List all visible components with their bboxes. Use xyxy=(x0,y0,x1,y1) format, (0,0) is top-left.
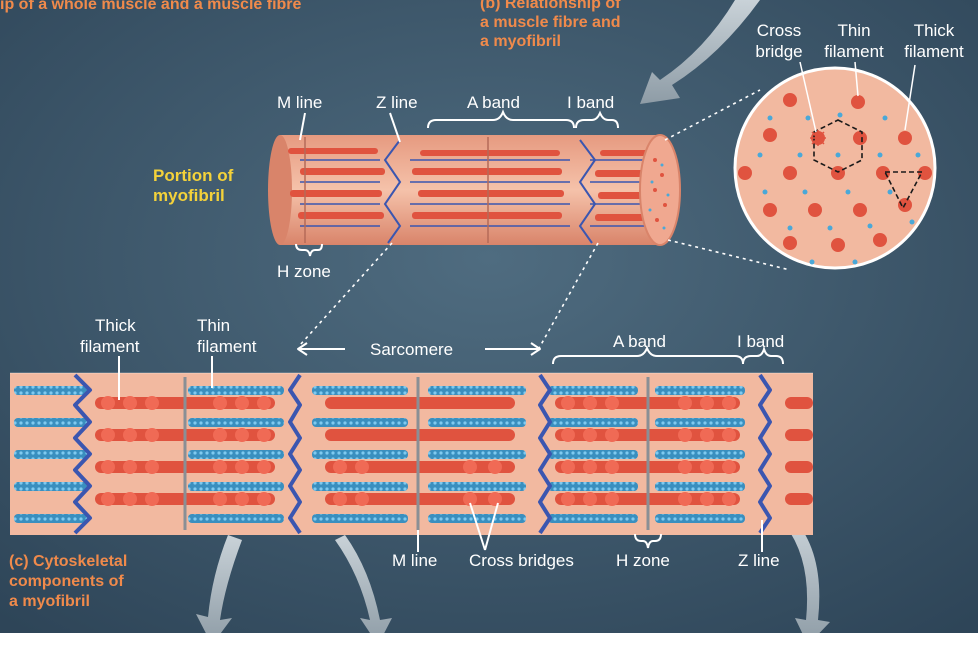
z-line-mid xyxy=(288,373,302,535)
page-bottom-strip xyxy=(0,633,978,645)
middle-down-arrow xyxy=(335,535,392,645)
cross-section-circle xyxy=(733,61,937,270)
caption-c-line3: a myofibril xyxy=(9,593,90,610)
a-band-bracket-detail xyxy=(552,345,744,365)
cross-bridge-line2: bridge xyxy=(755,42,803,61)
thin-filament-label-line1: Thin xyxy=(197,316,231,335)
cross-bridges-label: Cross bridges xyxy=(469,551,574,570)
h-zone-label-detail: H zone xyxy=(616,551,670,570)
caption-b-line3: a myofibril xyxy=(480,33,561,50)
left-down-arrow xyxy=(196,535,242,645)
h-zone-bracket-detail xyxy=(634,533,662,549)
caption-b-line1: (b) Relationship of xyxy=(480,0,621,12)
caption-b-line2: a muscle fibre and xyxy=(480,14,621,31)
h-zone-bracket xyxy=(295,243,323,257)
m-line-label-top: M line xyxy=(277,93,323,112)
detail-strip xyxy=(10,372,813,535)
portion-line2: myofibril xyxy=(153,186,225,205)
caption-a-fragment: ip of a whole muscle and a muscle fibre xyxy=(0,0,302,13)
i-band-label-top: I band xyxy=(567,93,615,112)
right-down-arrow xyxy=(785,520,830,645)
m-line-label-detail: M line xyxy=(392,551,438,570)
thin-filament-label-line2: filament xyxy=(197,337,257,356)
top-arrow xyxy=(640,0,760,104)
sarcomere-label: Sarcomere xyxy=(370,340,454,359)
caption-c-line2: components of xyxy=(9,573,124,590)
thin-filament-cs-line2: filament xyxy=(824,42,884,61)
caption-c-line1: (c) Cytoskeletal xyxy=(9,553,128,570)
a-band-label-top: A band xyxy=(467,93,520,112)
z-line-label-top: Z line xyxy=(376,93,418,112)
myofibril-cylinder xyxy=(268,134,681,246)
h-zone-label-top: H zone xyxy=(277,262,331,281)
thin-filament-cs-line1: Thin xyxy=(837,21,871,40)
thick-filament-cs-line1: Thick xyxy=(913,21,955,40)
i-band-bracket-top xyxy=(575,110,619,129)
thick-filament-label-line2: filament xyxy=(80,337,140,356)
z-line-right xyxy=(758,373,772,535)
thick-filament-label-line1: Thick xyxy=(95,316,136,335)
cross-bridge-line1: Cross xyxy=(756,21,802,40)
thick-filament-cs-line2: filament xyxy=(904,42,964,61)
i-band-bracket-detail xyxy=(742,345,784,365)
z-line-label-detail: Z line xyxy=(738,551,780,570)
z-line-mid2 xyxy=(538,373,552,535)
z-line-left xyxy=(73,373,92,535)
portion-line1: Portion of xyxy=(153,166,234,185)
a-band-label-detail: A band xyxy=(613,332,666,351)
a-band-bracket-top xyxy=(427,109,575,129)
i-band-label-detail: I band xyxy=(737,332,785,351)
